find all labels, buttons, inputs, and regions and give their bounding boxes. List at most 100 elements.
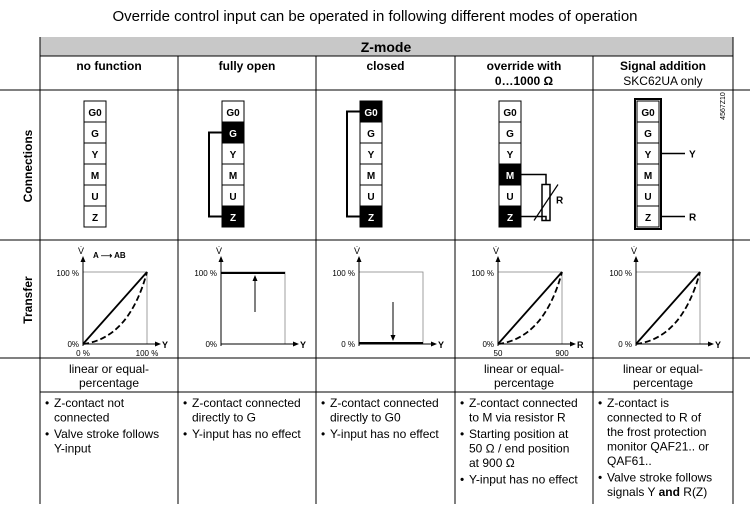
zmode-header: Z-mode <box>361 39 412 55</box>
row-label-transfer: Transfer <box>21 276 35 324</box>
plot-y-axis-label: V̇ <box>493 246 499 256</box>
plot-x-arrow <box>293 341 299 347</box>
note-text: Z-contact connected <box>469 396 578 410</box>
plot-y-top-label: 100 % <box>609 269 632 278</box>
terminal-cell <box>83 205 107 228</box>
plot-x-axis-label: Y <box>300 340 306 350</box>
terminal-label: Z <box>92 213 98 224</box>
note-bullet: • <box>45 427 49 441</box>
plot-y-top-label: 100 % <box>194 269 217 278</box>
plot-frame <box>220 271 286 345</box>
plot-y-bottom-label: 0% <box>205 340 217 349</box>
terminal-label: G <box>644 129 652 140</box>
plot-x-arrow <box>155 341 161 347</box>
terminal-cell <box>636 205 660 228</box>
plot-x-axis-label: Y <box>162 340 168 350</box>
terminal-label: U <box>229 192 236 203</box>
terminal-label: G <box>229 129 237 140</box>
note-text: Z-contact is <box>607 396 669 410</box>
terminal-label: U <box>506 192 513 203</box>
plot-x-right-label: 100 % <box>136 349 159 358</box>
terminal-label: Z <box>507 213 513 224</box>
curve-equal-percentage <box>497 271 563 345</box>
plot-y-top-label: 100 % <box>332 269 355 278</box>
plot-x-axis-label: R <box>577 340 584 350</box>
curve-equal-percentage <box>82 271 148 345</box>
characteristic-text: linear or equal- <box>69 362 149 376</box>
terminal-label: Y <box>645 150 652 161</box>
plot-y-axis-label: V̇ <box>631 246 637 256</box>
note-text: Y-input <box>54 442 92 456</box>
note-text: at 900 Ω <box>469 456 515 470</box>
wire-m-resistor <box>521 173 547 185</box>
note-text: Valve stroke follows <box>54 427 159 441</box>
terminal-label: G <box>91 129 99 140</box>
resistor-label: R <box>556 196 564 207</box>
note-bullet: • <box>183 396 187 410</box>
terminal-label: G <box>367 129 375 140</box>
plot-frame <box>358 271 424 345</box>
plot-flow-label: A ⟶ AB <box>93 251 126 260</box>
terminal-label: M <box>367 171 375 182</box>
note-text: QAF61.. <box>607 454 652 468</box>
plot-y-bottom-label: 0% <box>67 340 79 349</box>
characteristic-text: linear or equal- <box>623 362 703 376</box>
note-text: Z-contact connected <box>192 396 301 410</box>
plot-x-axis-label: Y <box>715 340 721 350</box>
wire-g0-z <box>346 110 360 218</box>
terminal-label: U <box>91 192 98 203</box>
note-text: Starting position at <box>469 427 569 441</box>
plot-y-arrow <box>80 256 86 262</box>
terminal-label: G0 <box>503 108 517 119</box>
column-title: Signal addition <box>620 59 706 73</box>
terminal-label: Z <box>230 213 236 224</box>
plot-y-axis-label: V̇ <box>78 246 84 256</box>
plot-y-arrow <box>356 256 362 262</box>
plot-y-bottom-label: 0 % <box>341 340 355 349</box>
plot-y-arrow <box>495 256 501 262</box>
terminal-label: G0 <box>364 108 378 119</box>
curve-linear <box>497 271 563 345</box>
wire-resistor-z <box>521 215 547 221</box>
plot-y-axis-label: V̇ <box>354 246 360 256</box>
curve-equal-percentage <box>635 271 701 345</box>
note-text: Valve stroke follows <box>607 471 712 485</box>
note-bullet: • <box>321 396 325 410</box>
terminal-label: M <box>644 171 652 182</box>
column-title: override with <box>487 59 562 73</box>
output-r-label: R <box>689 213 697 224</box>
row-label-connections: Connections <box>21 129 35 202</box>
note-text: connected to R of <box>607 411 702 425</box>
note-bullet: • <box>460 427 464 441</box>
terminal-label: Z <box>368 213 374 224</box>
plot-x-right-label: 900 <box>555 349 569 358</box>
note-bullet: • <box>321 427 325 441</box>
plot-y-arrow <box>633 256 639 262</box>
terminal-label: Y <box>368 150 375 161</box>
note-text: directly to G <box>192 411 256 425</box>
arrow-down-head <box>390 335 396 341</box>
terminal-label: M <box>91 171 99 182</box>
plot-y-top-label: 100 % <box>471 269 494 278</box>
zmode-header-band <box>40 37 733 56</box>
terminal-label: Y <box>92 150 99 161</box>
terminal-label: Z <box>645 213 651 224</box>
resistor-arrow <box>533 184 559 221</box>
note-text: directly to G0 <box>330 411 401 425</box>
plot-y-arrow <box>218 256 224 262</box>
terminal-label: G0 <box>226 108 240 119</box>
terminal-label: U <box>644 192 651 203</box>
column-title: SKC62UA only <box>623 74 702 88</box>
curve-linear <box>635 271 701 345</box>
plot-y-axis-label: V̇ <box>216 246 222 256</box>
characteristic-text: linear or equal- <box>484 362 564 376</box>
wire-g-z <box>208 131 222 218</box>
note-text: Y-input has no effect <box>469 473 578 487</box>
terminal-label: Y <box>507 150 514 161</box>
note-text: signals Y and R(Z) <box>607 485 707 499</box>
plot-y-bottom-label: 0 % <box>618 340 632 349</box>
plot-x-arrow <box>570 341 576 347</box>
plot-x-arrow <box>431 341 437 347</box>
arrow-up-head <box>252 275 258 281</box>
output-y-label: Y <box>689 150 696 161</box>
